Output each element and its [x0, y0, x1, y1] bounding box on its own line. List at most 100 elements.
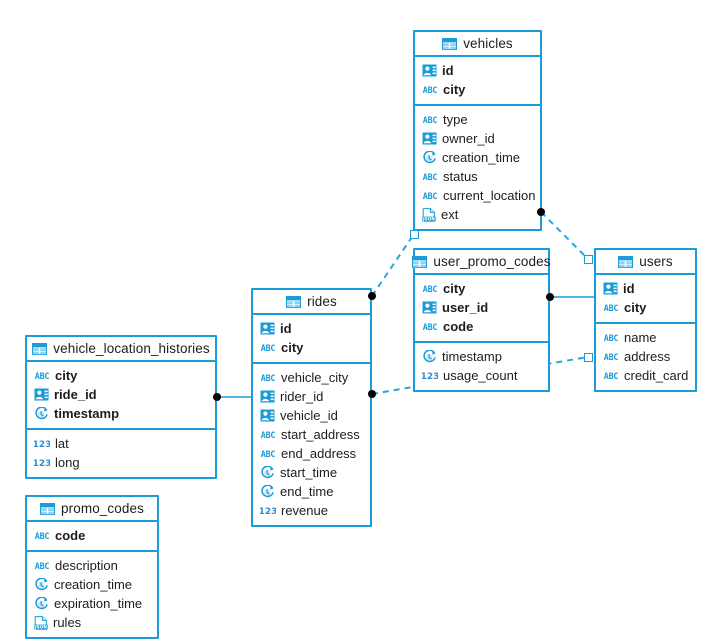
abc-string-icon: ABC [603, 370, 619, 381]
column-section: ABC type owner_id creation_time ABC stat… [415, 106, 540, 229]
abc-string-icon: ABC [422, 321, 438, 332]
field-row[interactable]: id [415, 61, 540, 80]
field-row[interactable]: ABC current_location [415, 186, 540, 205]
field-row[interactable]: JSON ext [415, 205, 540, 224]
field-name: id [280, 321, 292, 336]
field-row[interactable]: ABC city [27, 366, 215, 385]
table-header[interactable]: user_promo_codes [412, 250, 550, 275]
field-row[interactable]: ABC status [415, 167, 540, 186]
table-node-vehicle_location_histories[interactable]: vehicle_location_histories ABC city ride… [25, 335, 217, 479]
field-row[interactable]: JSON rules [27, 613, 157, 632]
field-row[interactable]: creation_time [415, 148, 540, 167]
field-name: expiration_time [54, 596, 143, 611]
field-row[interactable]: expiration_time [27, 594, 157, 613]
abc-string-icon: ABC [422, 190, 438, 201]
field-name: city [443, 82, 466, 97]
field-row[interactable]: id [596, 279, 695, 298]
field-name: timestamp [54, 406, 120, 421]
field-row[interactable]: 123 revenue [253, 501, 370, 520]
clock-icon [260, 465, 275, 480]
table-node-user_promo_codes[interactable]: user_promo_codes ABC city user_id ABC co… [412, 248, 550, 392]
field-name: vehicle_city [281, 370, 349, 385]
field-row[interactable]: id [253, 319, 370, 338]
abc-string-icon: ABC [603, 332, 619, 343]
abc-string-icon: ABC [260, 342, 276, 353]
table-node-promo_codes[interactable]: promo_codes ABC code ABC description cre… [25, 495, 159, 639]
field-name: id [442, 63, 454, 78]
field-row[interactable]: owner_id [415, 129, 540, 148]
field-row[interactable]: 123 lat [27, 434, 215, 453]
field-name: owner_id [442, 131, 495, 146]
field-row[interactable]: ABC address [596, 347, 695, 366]
field-name: rider_id [280, 389, 324, 404]
field-name: type [443, 112, 468, 127]
abc-string-icon: ABC [422, 171, 438, 182]
table-grid-icon [286, 295, 302, 308]
table-header[interactable]: vehicle_location_histories [27, 337, 215, 362]
field-row[interactable]: ABC start_address [253, 425, 370, 444]
field-row[interactable]: creation_time [27, 575, 157, 594]
field-row[interactable]: ABC city [415, 80, 540, 99]
table-node-vehicles[interactable]: vehicles id ABC city ABC type owner_id c… [413, 30, 542, 231]
table-node-rides[interactable]: rides id ABC city ABC vehicle_city rider… [251, 288, 372, 527]
field-row[interactable]: ABC type [415, 110, 540, 129]
field-row[interactable]: ABC end_address [253, 444, 370, 463]
svg-text:ABC: ABC [423, 172, 438, 182]
abc-string-icon: ABC [603, 302, 619, 313]
id-card-icon [422, 132, 437, 145]
field-name: name [624, 330, 657, 345]
field-name: timestamp [442, 349, 502, 364]
field-name: ext [441, 207, 459, 222]
clock-icon [34, 596, 49, 611]
svg-text:ABC: ABC [604, 303, 619, 313]
table-node-users[interactable]: users id ABC city ABC name ABC address A… [594, 248, 697, 392]
field-name: address [624, 349, 671, 364]
field-row[interactable]: ABC code [415, 317, 548, 336]
field-row[interactable]: timestamp [415, 347, 548, 366]
edge-source-dot-marker [546, 293, 554, 301]
svg-text:ABC: ABC [261, 449, 276, 459]
field-name: city [624, 300, 647, 315]
abc-string-icon: ABC [34, 370, 50, 381]
field-row[interactable]: ABC vehicle_city [253, 368, 370, 387]
svg-text:ABC: ABC [423, 322, 438, 332]
field-row[interactable]: ABC name [596, 328, 695, 347]
field-name: end_address [281, 446, 357, 461]
edge-target-square-marker [583, 254, 593, 264]
field-row[interactable]: end_time [253, 482, 370, 501]
field-name: city [443, 281, 466, 296]
field-row[interactable]: rider_id [253, 387, 370, 406]
svg-text:123: 123 [422, 372, 438, 381]
column-section: ABC name ABC address ABC credit_card [596, 324, 695, 390]
field-row[interactable]: ABC city [415, 279, 548, 298]
table-title: vehicle_location_histories [53, 341, 210, 356]
field-row[interactable]: 123 usage_count [415, 366, 548, 385]
svg-text:ABC: ABC [261, 430, 276, 440]
field-row[interactable]: 123 long [27, 453, 215, 472]
clock-icon [34, 406, 49, 421]
table-header[interactable]: rides [253, 290, 370, 315]
123-number-icon: 123 [34, 457, 50, 468]
field-row[interactable]: user_id [415, 298, 548, 317]
edge-source-dot-marker [368, 292, 376, 300]
table-header[interactable]: vehicles [415, 32, 540, 57]
relationship-edge-rides-to-vehicles[interactable] [371, 233, 415, 297]
svg-text:ABC: ABC [261, 373, 276, 383]
field-row[interactable]: ride_id [27, 385, 215, 404]
field-row[interactable]: ABC code [27, 526, 157, 545]
field-row[interactable]: ABC description [27, 556, 157, 575]
field-row[interactable]: ABC city [596, 298, 695, 317]
primary-key-section: id ABC city [253, 315, 370, 364]
field-row[interactable]: vehicle_id [253, 406, 370, 425]
table-header[interactable]: promo_codes [27, 497, 157, 522]
table-header[interactable]: users [596, 250, 695, 275]
edge-target-square-marker [583, 352, 593, 362]
svg-text:ABC: ABC [604, 352, 619, 362]
field-name: usage_count [443, 368, 518, 383]
field-row[interactable]: start_time [253, 463, 370, 482]
field-row[interactable]: timestamp [27, 404, 215, 423]
field-row[interactable]: ABC city [253, 338, 370, 357]
svg-text:123: 123 [34, 459, 50, 468]
field-row[interactable]: ABC credit_card [596, 366, 695, 385]
